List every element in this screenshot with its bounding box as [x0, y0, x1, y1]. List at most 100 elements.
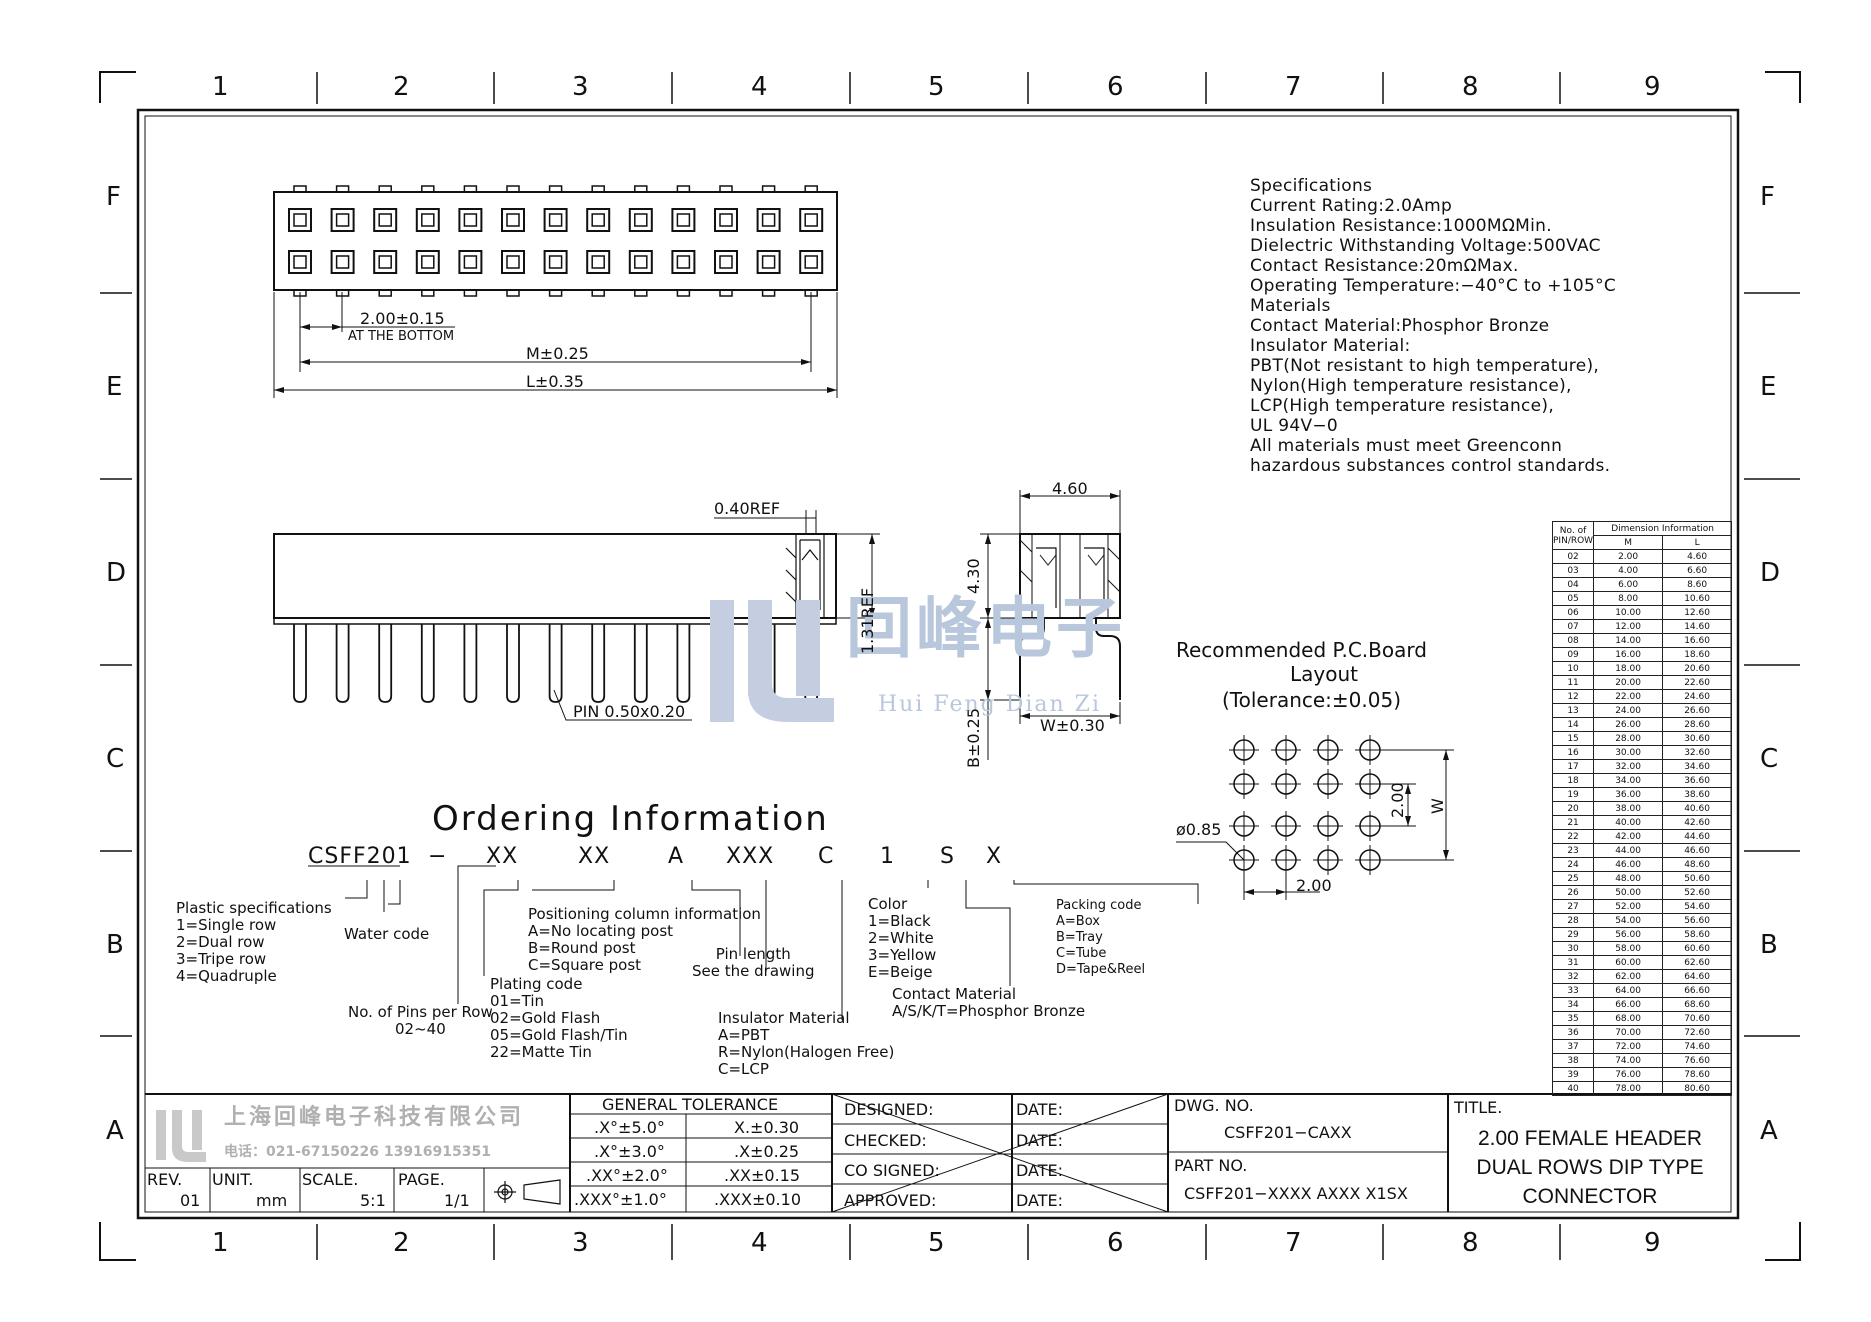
m-value-cell: 64.00	[1593, 983, 1664, 998]
contact-cavity	[714, 250, 738, 274]
w-dimension-label: W±0.30	[1040, 716, 1105, 735]
zone-row-d-left: D	[106, 558, 127, 588]
l-value-cell: 14.60	[1662, 619, 1733, 634]
unit-value: mm	[256, 1191, 288, 1210]
pin-row-header: No. of PIN/ROW	[1551, 521, 1595, 550]
l-value-cell: 26.60	[1662, 703, 1733, 718]
pin-count-cell: 28	[1551, 913, 1595, 928]
legend-line: 01=Tin	[490, 992, 545, 1010]
l-value-cell: 68.60	[1662, 997, 1733, 1012]
legend-line: 2=Dual row	[176, 933, 265, 951]
bottom-post	[463, 289, 478, 297]
m-value-cell: 16.00	[1593, 647, 1664, 662]
spec-line: Nylon(High temperature resistance),	[1250, 376, 1572, 396]
zone-col-1-bottom: 1	[212, 1228, 229, 1258]
top-post	[335, 185, 350, 193]
side-pin	[633, 624, 648, 703]
contact-cavity	[586, 208, 611, 232]
contact-cavity	[628, 208, 653, 232]
side-pin	[591, 624, 606, 703]
top-post	[506, 185, 520, 193]
legend-line: Packing code	[1056, 898, 1142, 913]
pin-count-cell: 39	[1551, 1067, 1595, 1082]
dimension-info-header: Dimension Information	[1593, 521, 1733, 536]
pin-count-cell: 05	[1551, 591, 1595, 606]
m-value-cell: 56.00	[1593, 927, 1664, 942]
l-value-cell: 56.60	[1662, 913, 1733, 928]
company-phone: 电话：021-67150226 13916915351	[224, 1144, 491, 1160]
contact-cavity	[458, 250, 483, 274]
l-value-cell: 54.60	[1662, 899, 1733, 914]
zone-col-6-top: 6	[1107, 72, 1124, 102]
legend-line: C=LCP	[718, 1060, 769, 1078]
pin-row-header-line1: No. of	[1559, 525, 1587, 536]
contact-inner	[378, 255, 392, 269]
pcb-horizontal-pitch-label: 2.00	[1296, 876, 1332, 895]
ref-131-label: 1.31REF	[858, 587, 877, 654]
legend-line: 2=White	[868, 929, 934, 947]
legend-line: A=PBT	[718, 1026, 770, 1044]
contact-inner	[421, 255, 435, 269]
contact-cavity	[714, 208, 738, 232]
co-signed-label: CO SIGNED:	[844, 1161, 940, 1180]
zone-col-6-bottom: 6	[1107, 1228, 1124, 1258]
top-post	[761, 185, 776, 193]
company-name: 上海回峰电子科技有限公司	[224, 1105, 525, 1130]
legend-line: 3=Yellow	[868, 946, 937, 964]
pin-count-cell: 29	[1551, 927, 1595, 942]
contact-cavity	[543, 250, 568, 274]
l-value-cell: 52.60	[1662, 885, 1733, 900]
bottom-post	[506, 289, 520, 297]
top-post	[421, 185, 435, 193]
legend-line: See the drawing	[692, 962, 815, 980]
contact-cavity	[288, 250, 312, 274]
dwg-no-value: CSFF201−CAXX	[1224, 1123, 1352, 1142]
zone-col-1-top: 1	[212, 72, 229, 102]
zone-row-c-left: C	[106, 744, 125, 774]
designed-label: DESIGNED:	[844, 1100, 934, 1119]
pin-count-cell: 13	[1551, 703, 1595, 718]
contact-inner	[761, 213, 776, 227]
l-value-cell: 48.60	[1662, 857, 1733, 872]
contact-cavity	[799, 250, 824, 274]
side-view-drawing	[273, 510, 880, 721]
general-tolerance-title: GENERAL TOLERANCE	[602, 1095, 779, 1114]
l-value-cell: 66.60	[1662, 983, 1733, 998]
l-value-cell: 38.60	[1662, 787, 1733, 802]
zone-col-8-bottom: 8	[1462, 1228, 1479, 1258]
tol-linear-1: X.±0.30	[734, 1118, 800, 1137]
code-dash: −	[428, 844, 448, 869]
l-value-cell: 80.60	[1662, 1081, 1733, 1096]
drawing-title: 2.00 FEMALE HEADER DUAL ROWS DIP TYPE CO…	[1452, 1124, 1728, 1211]
l-value-cell: 70.60	[1662, 1011, 1733, 1026]
contact-cavity	[373, 250, 398, 274]
pin-size-label: PIN 0.50x0.20	[573, 702, 686, 721]
m-value-cell: 34.00	[1593, 773, 1664, 788]
m-value-cell: 2.00	[1593, 549, 1664, 564]
l-value-cell: 40.60	[1662, 801, 1733, 816]
m-value-cell: 54.00	[1593, 913, 1664, 928]
contact-inner	[506, 255, 520, 269]
l-value-cell: 6.60	[1662, 563, 1733, 578]
spec-line: Dielectric Withstanding Voltage:500VAC	[1250, 236, 1601, 256]
m-value-cell: 70.00	[1593, 1025, 1664, 1040]
legend-line: C=Tube	[1056, 946, 1107, 961]
contact-inner	[676, 213, 691, 227]
legend-line: 3=Tripe row	[176, 950, 267, 968]
contact-cavity	[330, 208, 355, 232]
pin-count-cell: 19	[1551, 787, 1595, 802]
contact-inner	[378, 213, 392, 227]
legend-line: Water code	[344, 925, 430, 943]
end-height-label: 4.30	[964, 558, 983, 594]
